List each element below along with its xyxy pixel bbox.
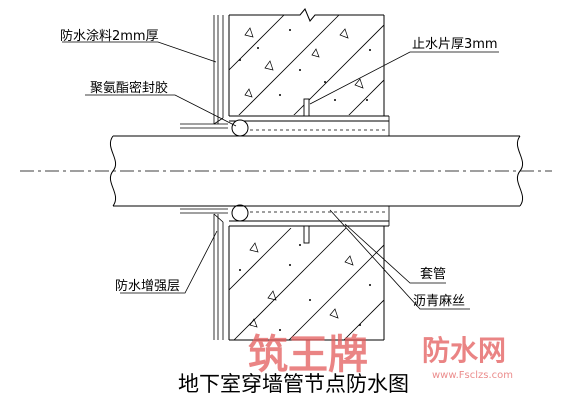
- wall-upper-section: [228, 8, 385, 116]
- label-water-stop-plate: 止水片厚3mm: [412, 37, 498, 52]
- water-stop-plate: [303, 98, 310, 244]
- polyurethane-sealant-ring: [231, 119, 249, 222]
- concrete-hatching-lower: [229, 228, 384, 340]
- leader-lines: [62, 41, 499, 310]
- watermark-url: www.Fsclzs.com: [432, 370, 513, 381]
- wall-lower-section: [228, 226, 385, 341]
- watermark-site-name: 防水网: [422, 334, 506, 367]
- waterproof-coating-layer: [180, 15, 228, 340]
- label-sleeve: 套管: [420, 266, 446, 282]
- through-wall-pipe: [20, 135, 552, 207]
- label-polyurethane-sealant: 聚氨酯密封胶: [90, 80, 168, 96]
- label-waterproof-reinforcement: 防水增强层: [115, 278, 180, 294]
- watermark: 筑王牌 防水网 www.Fsclzs.com: [248, 332, 513, 381]
- label-waterproof-coating: 防水涂料2mm厚: [60, 28, 159, 44]
- watermark-brand: 筑王牌: [248, 332, 368, 378]
- drawing-title: 地下室穿墙管节点防水图: [178, 372, 409, 396]
- label-asphalt-hemp: 沥青麻丝: [413, 294, 465, 309]
- concrete-hatching-upper: [229, 15, 384, 115]
